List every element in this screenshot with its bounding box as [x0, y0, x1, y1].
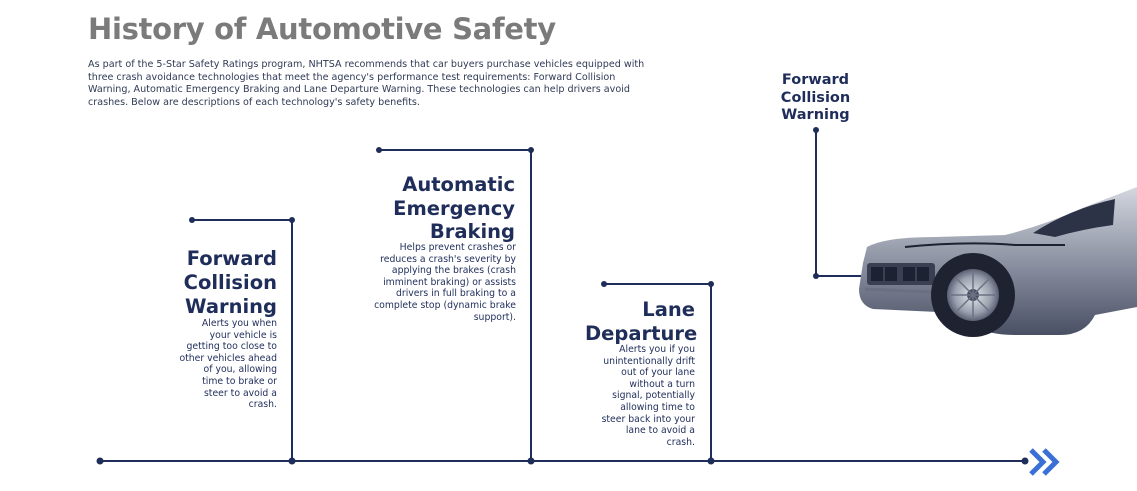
desc-line: getting too close to [186, 341, 277, 353]
car-callout-label: Forward Collision Warning [758, 72, 873, 125]
fcw-description: Alerts you when your vehicle is getting … [166, 318, 277, 411]
lane-departure-title: Lane Departure [585, 298, 698, 345]
desc-line: drivers in full braking to a [396, 288, 516, 300]
desc-line: signal, potentially [612, 390, 695, 402]
fcw-title-line: Warning [185, 295, 277, 318]
callout-line: Forward [781, 72, 850, 88]
desc-line: of you, allowing [203, 364, 277, 376]
desc-line: other vehicles ahead [179, 352, 277, 364]
step-node [189, 217, 195, 223]
desc-line: applying the brakes (crash [391, 265, 516, 277]
lane-title-line: Lane [642, 298, 695, 321]
step-node [601, 281, 607, 287]
desc-line: crash. [248, 399, 277, 411]
timeline-start-node [96, 457, 104, 465]
fcw-title-line: Forward [186, 247, 277, 270]
page-title: History of Automotive Safety [88, 12, 556, 46]
desc-line: Helps prevent crashes or [399, 242, 516, 253]
desc-line: imminent braking) or assists [383, 276, 516, 288]
car-illustration [859, 187, 1137, 337]
desc-line: reduces a crash's severity by [380, 253, 516, 265]
desc-line: unintentionally drift [603, 355, 695, 367]
desc-line: support). [473, 311, 516, 323]
timeline-node [288, 457, 296, 465]
step-node [376, 147, 382, 153]
intro-paragraph: As part of the 5-Star Safety Ratings pro… [88, 59, 645, 108]
desc-line: steer back into your [601, 413, 695, 425]
callout-node [813, 273, 819, 279]
desc-line: Alerts you when [201, 318, 277, 329]
desc-line: out of your lane [621, 367, 695, 379]
aeb-description: Helps prevent crashes or reduces a crash… [365, 242, 516, 323]
fcw-title-line: Collision [183, 271, 277, 294]
timeline-node [527, 457, 535, 465]
callout-line: Collision [780, 89, 851, 106]
desc-line: complete stop (dynamic brake [374, 299, 516, 311]
timeline-end-node [1021, 457, 1029, 465]
desc-line: Alerts you if you [619, 344, 695, 355]
step-node [708, 281, 714, 287]
step-node [289, 217, 295, 223]
aeb-title: Automatic Emergency Braking [375, 173, 515, 244]
desc-line: crash. [666, 436, 695, 448]
lane-title-line: Departure [585, 321, 698, 345]
callout-node [813, 127, 819, 133]
aeb-title-line: Braking [429, 220, 515, 243]
desc-line: your vehicle is [209, 329, 277, 341]
desc-line: lane to avoid a [625, 425, 695, 437]
double-chevron-right-icon[interactable] [1028, 447, 1062, 477]
fcw-title: Forward Collision Warning [160, 247, 277, 319]
timeline-node [707, 457, 715, 465]
step-node [528, 147, 534, 153]
aeb-title-line: Automatic [402, 173, 515, 196]
desc-line: steer to avoid a [203, 387, 277, 399]
desc-line: time to brake or [202, 375, 277, 387]
callout-line: Warning [781, 107, 850, 123]
aeb-title-line: Emergency [393, 196, 515, 220]
desc-line: without a turn [629, 378, 695, 390]
desc-line: allowing time to [620, 401, 695, 413]
lane-departure-description: Alerts you if you unintentionally drift … [585, 344, 695, 448]
